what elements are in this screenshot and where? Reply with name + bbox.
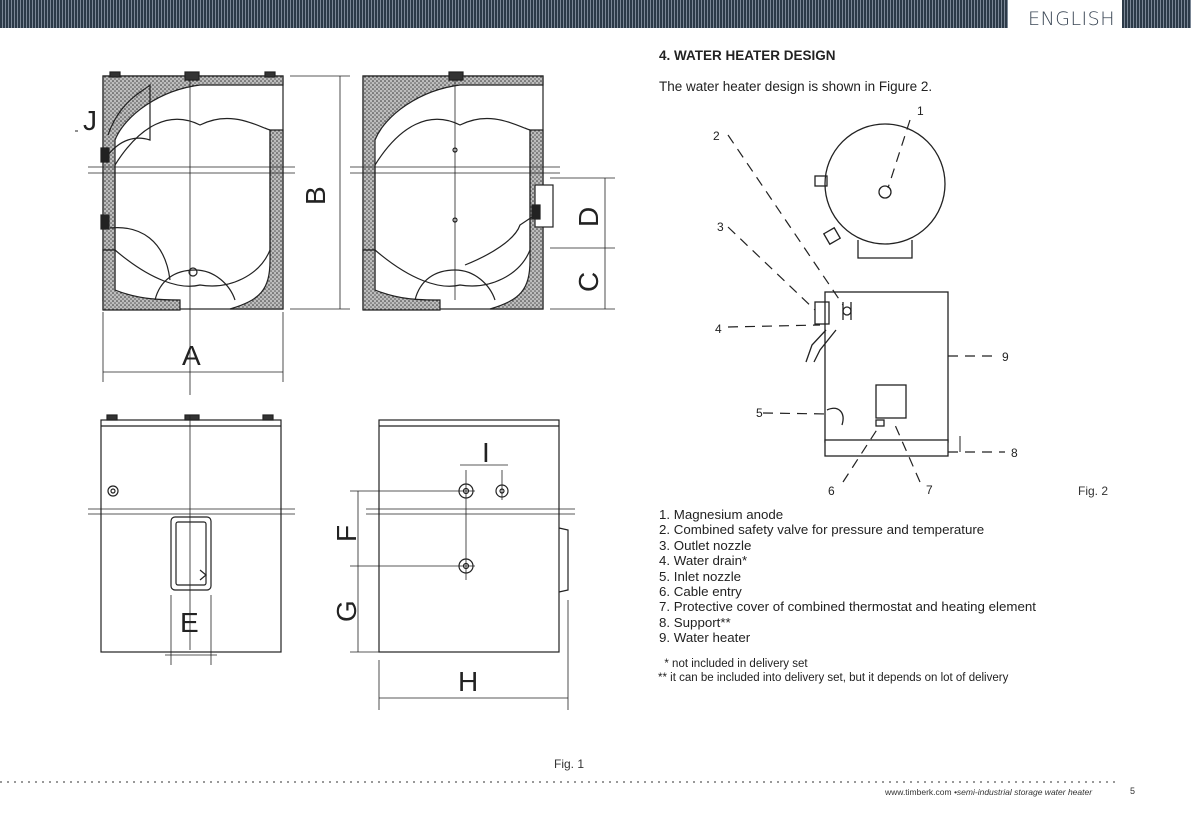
dim-label-d: D <box>573 207 604 227</box>
dim-label-a: A <box>182 340 201 371</box>
dim-label-e: E <box>180 607 199 638</box>
language-label: ENGLISH <box>1028 8 1115 30</box>
legend-item: 3. Outlet nozzle <box>659 537 752 553</box>
legend-item: 2. Combined safety valve for pressure an… <box>659 522 985 538</box>
fig1-dim-cd <box>550 177 615 310</box>
fig1-dim-b <box>290 75 350 310</box>
fig1-dim-fgh <box>350 490 569 710</box>
section-intro: The water heater design is shown in Figu… <box>659 79 933 94</box>
fig1-view-pipes <box>366 419 575 653</box>
fig1-view-front-section <box>88 71 295 395</box>
header-gap <box>1008 0 1122 40</box>
dim-label-j: J <box>83 105 97 136</box>
dim-label-g: G <box>331 600 362 622</box>
fig2-side-view <box>805 291 949 457</box>
fig1-view-side-section <box>350 71 560 311</box>
header-band <box>0 0 1191 28</box>
legend-item: 5. Inlet nozzle <box>659 568 742 584</box>
fig2-callout-6: 6 <box>828 484 835 498</box>
legend-item: 8. Support** <box>659 614 731 630</box>
fig1-caption: Fig. 1 <box>554 757 585 771</box>
footer-text: www.timberk.com •semi-industrial storage… <box>885 787 1092 797</box>
legend-item: 6. Cable entry <box>659 584 742 600</box>
fig2-top-view <box>814 123 946 259</box>
fig2-callout-4: 4 <box>715 322 722 336</box>
parts-legend: 1. Magnesium anode 2. Combined safety va… <box>659 507 1036 646</box>
footer-site-link[interactable]: www.timberk.com <box>885 787 952 797</box>
dim-label-c: C <box>573 272 604 292</box>
section-title: 4. WATER HEATER DESIGN <box>659 48 836 63</box>
page-number: 5 <box>1130 786 1136 796</box>
footer-divider <box>0 781 1120 783</box>
fig2-callout-7: 7 <box>926 483 933 497</box>
note-not-included: * not included in delivery set <box>658 658 808 670</box>
legend-item: 9. Water heater <box>659 630 751 646</box>
fig2-leader-lines <box>727 119 1005 483</box>
dim-label-h: H <box>458 666 478 697</box>
note-lot-dependent: ** it can be included into delivery set,… <box>658 672 1009 684</box>
fig2-callout-3: 3 <box>717 220 724 234</box>
legend-item: 1. Magnesium anode <box>659 507 784 522</box>
fig2-callout-9: 9 <box>1002 350 1009 364</box>
dim-label-f: F <box>331 525 362 542</box>
legend-item: 4. Water drain* <box>659 553 748 569</box>
fig1-view-rear <box>88 414 295 665</box>
fig2-callout-2: 2 <box>713 129 720 143</box>
fig1-dim-a <box>102 312 284 382</box>
dim-label-i: I <box>482 437 490 468</box>
fig2-caption: Fig. 2 <box>1078 484 1109 498</box>
fig2-callout-5: 5 <box>756 406 763 420</box>
footer-tagline: •semi-industrial storage water heater <box>951 787 1093 797</box>
dim-label-b: B <box>300 186 331 205</box>
fig2-callout-8: 8 <box>1011 446 1018 460</box>
fig2-callout-1: 1 <box>917 104 924 118</box>
legend-item: 7. Protective cover of combined thermost… <box>659 599 1036 615</box>
